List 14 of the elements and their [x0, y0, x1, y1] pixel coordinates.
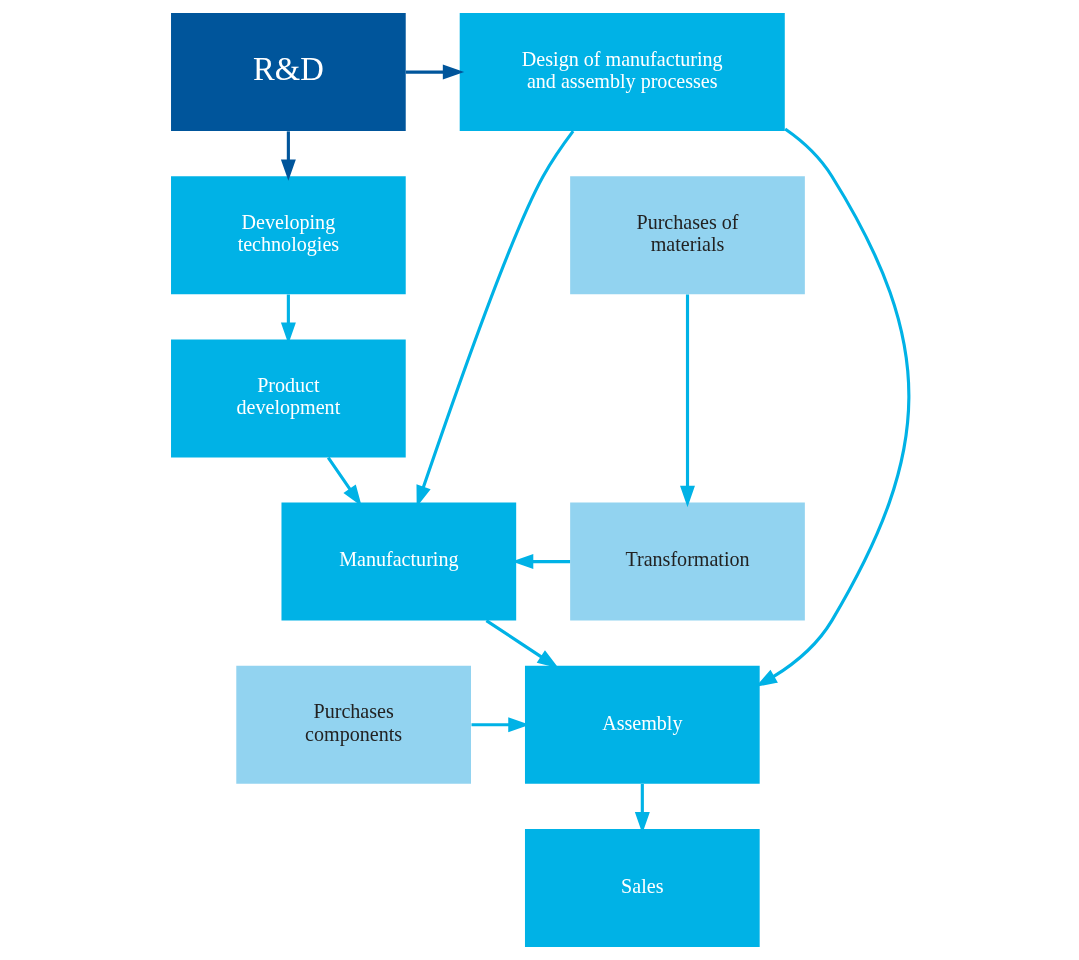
node-box: Transformation: [569, 502, 805, 621]
arrow: [280, 131, 296, 181]
arrow: [485, 619, 559, 669]
node-box: R&D: [170, 13, 406, 132]
node-box: Sales: [524, 828, 760, 947]
node-box: Purchases components: [235, 665, 471, 784]
node-box: Assembly: [524, 665, 760, 784]
arrow: [679, 294, 695, 508]
node-box: Purchases of materials: [569, 176, 805, 295]
node-box: Product development: [170, 339, 406, 458]
node-box: Manufacturing: [280, 502, 516, 621]
node-box: Developing technologies: [170, 176, 406, 295]
arrow: [405, 64, 464, 80]
node-box: Design of manufacturing and assembly processes: [459, 13, 785, 132]
